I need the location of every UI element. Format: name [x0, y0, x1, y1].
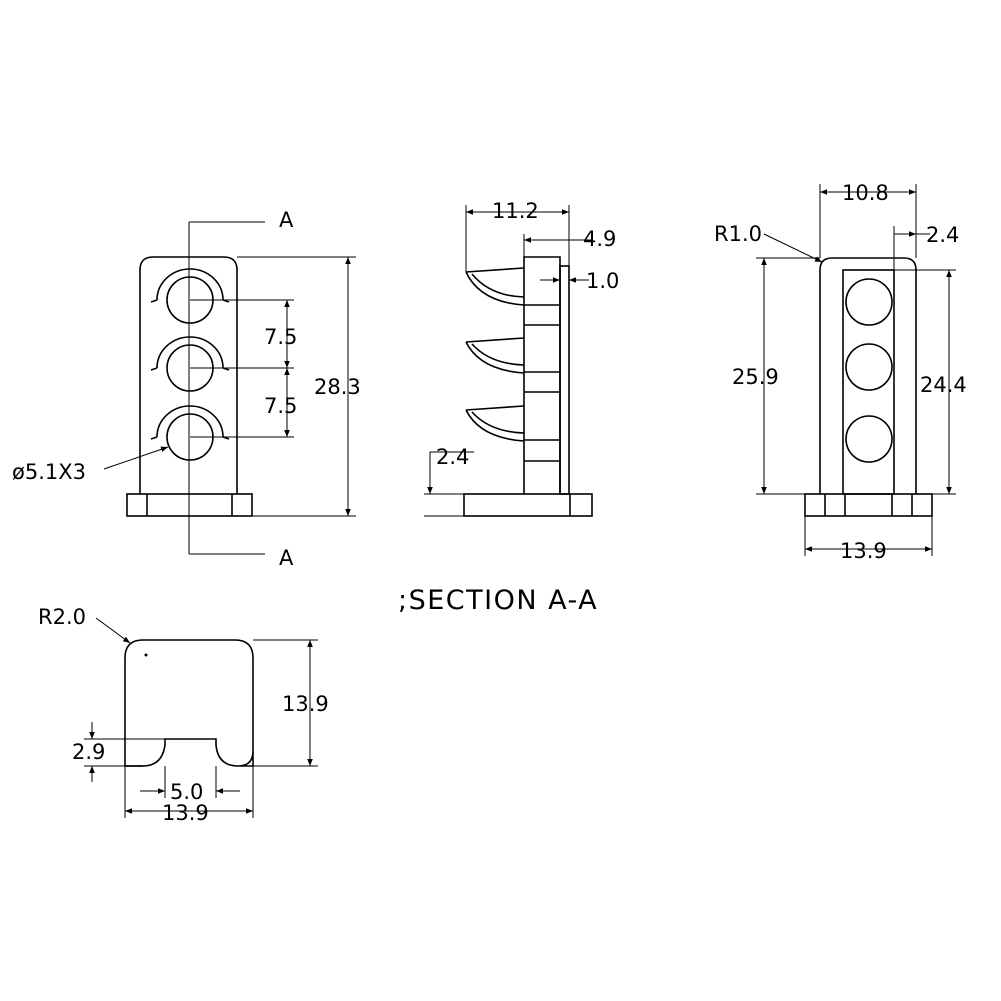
section-led-2 [845, 343, 893, 391]
base-view: R2.0 13.9 2.9 5.0 13.9 [38, 605, 329, 825]
section-title: ;SECTION A-A [398, 585, 598, 616]
pitch-upper-label: 7.5 [264, 325, 297, 349]
base-height-label: 13.9 [282, 692, 329, 716]
section-outer-height-label: 25.9 [732, 365, 779, 389]
side-back-plate [523, 256, 561, 494]
side-depth-label: 11.2 [492, 199, 539, 223]
side-base [463, 493, 593, 517]
side-hood-3 [465, 405, 525, 442]
side-hood-1 [465, 267, 525, 306]
hole-note-label: ø5.1X3 [12, 460, 86, 484]
led-hole-1 [150, 268, 230, 324]
section-outline [819, 257, 917, 494]
front-view: 7.5 7.5 28.3 ø5.1X3 A A [12, 208, 361, 570]
front-height-label: 28.3 [314, 375, 361, 399]
side-hood-2 [465, 337, 525, 374]
section-radius-label: R1.0 [714, 222, 762, 246]
section-led-1 [845, 278, 893, 326]
section-base [804, 493, 933, 517]
section-inner-width-label: 10.8 [842, 181, 889, 205]
section-led-3 [845, 415, 893, 463]
led-hole-2 [150, 336, 230, 392]
section-view: 10.8 2.4 R1.0 25.9 24.4 13.9 [714, 181, 967, 563]
plate-offset-label: 4.9 [583, 227, 616, 251]
led-hole-3 [150, 405, 230, 461]
section-wall-label: 2.4 [926, 223, 959, 247]
side-base-height-label: 2.4 [436, 445, 469, 469]
section-inner-height-label: 24.4 [920, 373, 967, 397]
base-radius-label: R2.0 [38, 605, 86, 629]
base-slot-width-label: 5.0 [170, 780, 203, 804]
plate-thickness-label: 1.0 [586, 269, 619, 293]
side-view: 11.2 4.9 1.0 2.4 [424, 199, 619, 517]
base-outline [124, 639, 254, 767]
base-slot-depth-label: 2.9 [72, 740, 105, 764]
section-mark-bottom: A [279, 546, 294, 570]
section-mark-top: A [279, 208, 294, 232]
base-width-label: 13.9 [162, 801, 209, 825]
section-base-width-label: 13.9 [840, 539, 887, 563]
pitch-lower-label: 7.5 [264, 394, 297, 418]
